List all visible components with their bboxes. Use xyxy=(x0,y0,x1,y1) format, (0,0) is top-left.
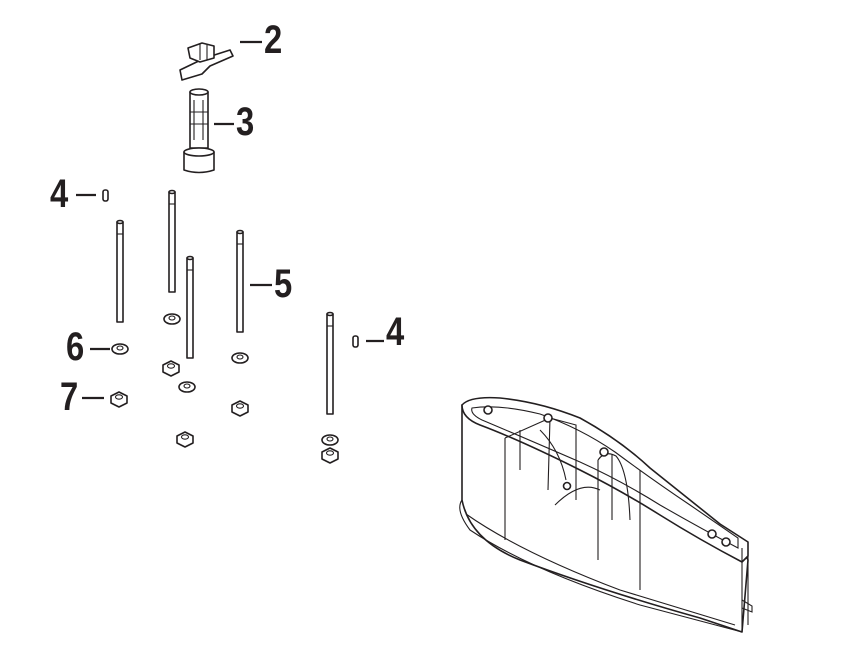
part-4-pin-left xyxy=(102,189,109,202)
washer xyxy=(321,434,339,446)
callout-6: 6 xyxy=(66,325,85,369)
nut xyxy=(110,391,128,408)
exhaust-housing xyxy=(459,396,753,633)
washer xyxy=(111,343,129,355)
washer xyxy=(231,352,249,364)
part-5-studs xyxy=(116,189,334,415)
callout-4-left: 4 xyxy=(50,172,69,216)
nut xyxy=(162,360,180,377)
stud xyxy=(326,311,334,415)
washer xyxy=(163,313,181,325)
callout-2: 2 xyxy=(264,18,283,62)
part-7-nuts xyxy=(110,360,339,464)
nut xyxy=(231,400,249,417)
stud xyxy=(168,189,176,293)
part-6-washers xyxy=(111,313,339,446)
callout-4-right: 4 xyxy=(386,310,405,354)
stud xyxy=(236,229,244,333)
part-2-drive-key xyxy=(179,42,234,81)
callout-7: 7 xyxy=(60,375,79,419)
callout-3: 3 xyxy=(236,100,255,144)
stud xyxy=(116,219,124,323)
stud xyxy=(186,255,194,359)
nut xyxy=(321,447,339,464)
nut xyxy=(176,431,194,448)
washer xyxy=(178,381,196,393)
callout-5: 5 xyxy=(274,262,293,306)
part-4-pin-right xyxy=(352,335,359,348)
part-3-drive-shaft xyxy=(183,88,215,174)
